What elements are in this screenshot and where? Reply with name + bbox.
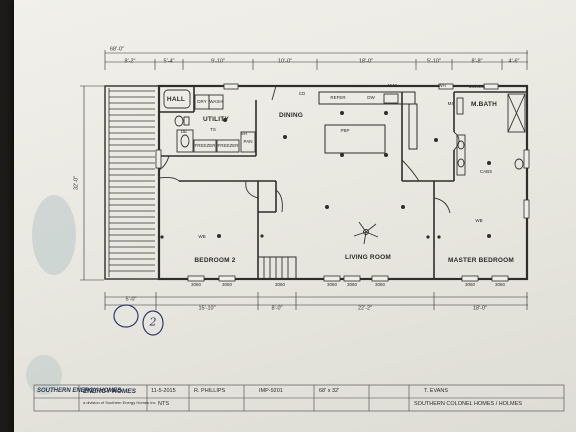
overall-width-dim: 68'-0": [109, 46, 125, 53]
dishwasher-label: DW: [367, 94, 375, 100]
room-label-master: MASTER BEDROOM: [448, 256, 514, 264]
drawn-by: R. PHILLIPS: [194, 388, 226, 394]
home-size: 68' x 32': [319, 388, 340, 394]
sh-label: SH: [240, 130, 248, 136]
handwritten-note: 2: [149, 315, 157, 329]
de-label: DE: [180, 128, 188, 134]
pbp-label: PBP: [340, 127, 350, 133]
bath-cabinet-label: 4444SG: [468, 83, 486, 89]
top-dim: 9'-10": [210, 58, 226, 65]
window-size-label: 3060: [190, 281, 202, 287]
company-subtitle: a division of Southern Energy Homes Inc: [83, 400, 156, 405]
window-size-label: 3060: [346, 281, 358, 287]
dealer-name: SOUTHERN COLONEL HOMES / HOLMES: [414, 401, 522, 407]
window-size-label: 3060: [274, 281, 286, 287]
room-label-master-bath: M.BATH: [471, 100, 497, 108]
washer-label: WASH: [209, 98, 223, 104]
top-dim: 10'-0": [277, 58, 293, 65]
bottom-dim: 15'-10": [198, 305, 216, 312]
wb-label: WB: [475, 217, 483, 223]
bottom-dim: 18'-0": [472, 305, 488, 312]
range-hood-label: 4640: [386, 82, 398, 88]
pantry-label: PAN: [243, 138, 253, 144]
window-size-label: 3060: [326, 281, 338, 287]
bottom-dim: 8'-0": [271, 305, 283, 312]
top-dim: 8'-2": [124, 58, 136, 65]
overall-depth-dim: 32'-0": [73, 175, 80, 191]
room-label-living: LIVING ROOM: [345, 253, 391, 261]
window-size-label: 3060: [494, 281, 506, 287]
wb-label: WB: [198, 233, 206, 239]
customer-name: T. EVANS: [424, 388, 449, 394]
ceiling-fan-label: CD: [298, 90, 306, 96]
top-dim: 18'-0": [358, 58, 374, 65]
model-number: IMP-9201: [259, 388, 283, 394]
room-label-dining: DINING: [279, 111, 303, 119]
company-name: ENERGY HOMES: [83, 388, 136, 395]
room-label-utility: UTILITY: [203, 115, 229, 123]
refrigerator-label: REFER: [330, 94, 346, 100]
water-stain: [32, 195, 76, 275]
logo: SOUTHERN ENERGY HOMES: [37, 388, 122, 394]
top-dim: 5'-10": [426, 58, 442, 65]
handwritten-circle: [113, 304, 139, 328]
handwritten-circle: [142, 310, 164, 336]
room-label-hall: HALL: [166, 95, 186, 103]
freezer-label: FREEZER: [217, 142, 239, 148]
top-dim: 8'-8": [471, 58, 483, 65]
wh-label: WH: [438, 82, 446, 88]
floor-plan-drawing: [26, 50, 565, 412]
bottom-dim: 5'-0": [125, 296, 137, 303]
drawing-date: 11-5-2015: [151, 388, 176, 394]
top-dim: 4'-6": [508, 58, 520, 65]
bottom-dim: 22'-2": [357, 305, 373, 312]
window-size-label: 3060: [464, 281, 476, 287]
cabinet-label: CABS: [479, 168, 493, 174]
ms-label: MS: [447, 100, 455, 106]
top-dim: 5'-4": [163, 58, 175, 65]
ts-label: TS: [210, 126, 216, 132]
scale: NTS: [158, 401, 169, 407]
window-size-label: 3060: [221, 281, 233, 287]
dryer-label: DRY: [197, 98, 207, 104]
room-label-bedroom2: BEDROOM 2: [194, 256, 236, 264]
freezer-label: FREEZER: [194, 142, 216, 148]
blueprint-sheet: 68'-0" 8'-2" 5'-4" 9'-10" 10'-0" 18'-0" …: [14, 0, 576, 432]
window-size-label: 3060: [374, 281, 386, 287]
